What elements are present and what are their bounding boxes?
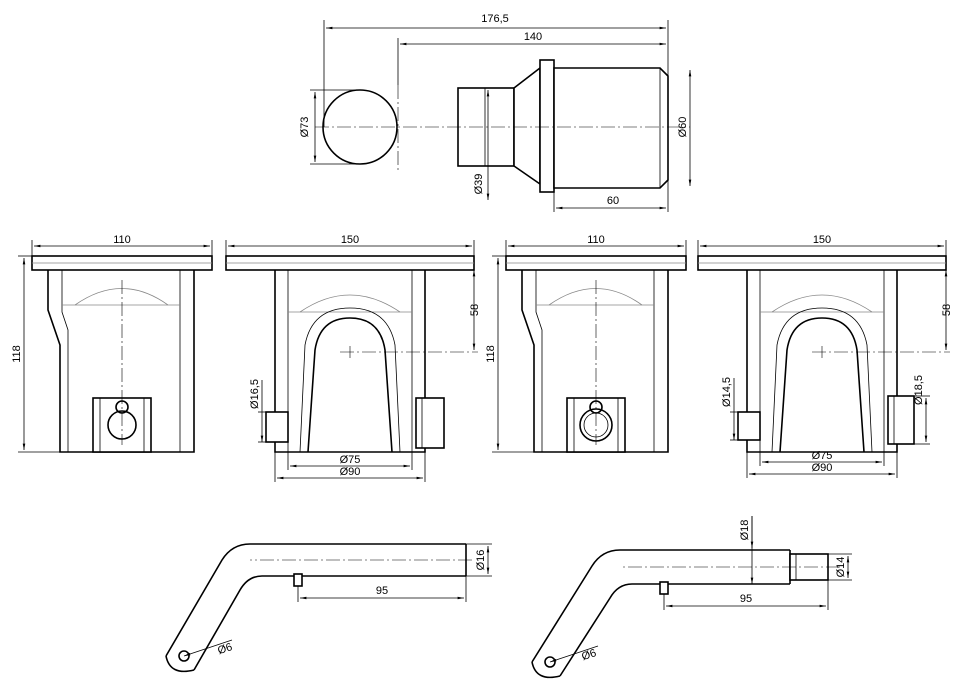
inner-arch [307, 317, 393, 453]
dim-diameter-small: Ø14 [835, 557, 847, 578]
dim-outer: Ø90 [340, 466, 361, 478]
inner-arch [779, 317, 865, 453]
dim-outer: Ø90 [812, 462, 833, 474]
dim-hole: Ø6 [216, 641, 234, 657]
locking-pin-2: 95 Ø18 Ø14 Ø6 [531, 516, 852, 679]
dim-total-length: 176,5 [481, 13, 509, 25]
dim-width: 150 [813, 234, 831, 246]
dim-pin-hole-left: Ø14,5 [721, 377, 733, 407]
shank-outline [553, 67, 669, 189]
dim-inner: Ø75 [340, 454, 361, 466]
dim-height: 118 [485, 345, 497, 363]
pin-stub-right [415, 397, 445, 449]
pin-end-hole [544, 656, 556, 668]
pin-outline-top [165, 543, 466, 657]
socket-side-view-3: 110 118 [485, 234, 687, 453]
collar-taper [513, 66, 541, 186]
dim-width: 150 [341, 234, 359, 246]
dim-shank-length: 60 [607, 195, 619, 207]
collar-flange [539, 59, 555, 193]
dim-hole: Ø6 [580, 647, 598, 663]
dim-pin-hole: Ø16,5 [249, 379, 261, 409]
dim-height: 58 [941, 304, 953, 316]
socket-front-view-2: 150 58 Ø16,5 Ø75 Ø90 [225, 234, 481, 482]
pin-stub-right [887, 395, 915, 445]
pin-outline-bottom [559, 583, 790, 677]
dim-shank-diameter: Ø60 [677, 117, 689, 138]
dim-length-140: 140 [524, 31, 542, 43]
locking-pin-1: 95 Ø16 Ø6 [165, 543, 492, 673]
socket-front-view-4: 150 58 Ø14,5 Ø18,5 Ø75 Ø90 [697, 234, 953, 478]
dim-width: 110 [587, 234, 605, 246]
pin-outline-top [531, 549, 790, 663]
socket-side-view-1: 110 118 [11, 234, 213, 453]
pin-end-hole [178, 650, 190, 662]
dim-length: 95 [376, 585, 388, 597]
dim-ball-diameter: Ø73 [299, 117, 311, 138]
dim-length: 95 [740, 593, 752, 605]
dim-neck-diameter: Ø39 [473, 174, 485, 195]
pin-outline-bottom [193, 575, 466, 671]
dim-height: 118 [11, 345, 23, 363]
dim-diameter: Ø16 [475, 550, 487, 571]
dim-width: 110 [113, 234, 131, 246]
pin-stop [659, 581, 669, 595]
dim-diameter-large: Ø18 [739, 520, 751, 541]
pin-stub-left [265, 411, 289, 443]
dim-inner: Ø75 [812, 450, 833, 462]
dim-pin-hole-right: Ø18,5 [913, 375, 925, 405]
dim-height: 58 [469, 304, 481, 316]
ball-coupling-view: 176,5 140 60 Ø73 Ø39 Ø60 [299, 13, 692, 212]
pin-stop [293, 573, 303, 587]
pin-stub-left [737, 411, 761, 441]
